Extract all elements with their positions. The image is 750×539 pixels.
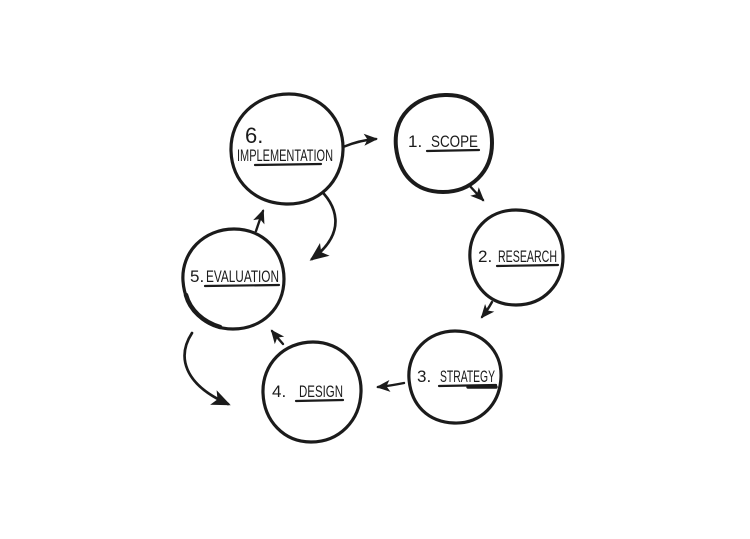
step-circle-evaluation-overdraw [183,292,223,330]
arrow-scope-to-research [467,183,485,202]
step-design: 4. DESIGN [261,340,363,444]
step-label-design: DESIGN [299,382,343,401]
step-underline-scope [425,148,481,153]
step-label-strategy: STRATEGY [440,367,495,386]
cycle-steps: 6. IMPLEMENTATION 1. SCOPE 2. RESEARCH [181,92,565,444]
feedback-arrow-evaluation-to-design [183,331,231,406]
step-strategy: 3. STRATEGY [407,329,503,425]
arrow-implementation-to-scope [341,133,378,149]
step-evaluation: 5. EVALUATION [181,227,286,331]
step-label-implementation: IMPLEMENTATION [237,146,333,165]
step-label-evaluation: EVALUATION [206,267,279,286]
step-number-scope: 1. [408,132,422,151]
step-implementation: 6. IMPLEMENTATION [229,92,345,206]
step-circle-implementation [229,92,345,206]
step-circle-scope [393,92,494,194]
step-underline-design [294,398,345,403]
step-number-implementation: 6. [245,123,263,148]
step-number-design: 4. [272,382,286,401]
step-number-strategy: 3. [417,367,431,386]
step-label-scope: SCOPE [431,132,478,151]
step-circle-strategy [407,329,503,425]
arrow-strategy-to-design [376,379,406,392]
step-number-evaluation: 5. [190,267,204,286]
step-scope: 1. SCOPE [393,92,494,194]
arrow-research-to-strategy [480,300,495,319]
step-underline-evaluation [203,283,281,288]
step-circle-research [468,208,565,307]
arrow-design-to-evaluation [270,329,285,346]
arrow-evaluation-to-implementation [253,209,265,233]
step-circle-design [261,340,363,444]
step-number-research: 2. [478,247,492,266]
step-underline-research [495,263,560,268]
step-label-research: RESEARCH [498,247,557,266]
step-research: 2. RESEARCH [468,208,565,307]
step-underline-implementation [253,162,323,167]
